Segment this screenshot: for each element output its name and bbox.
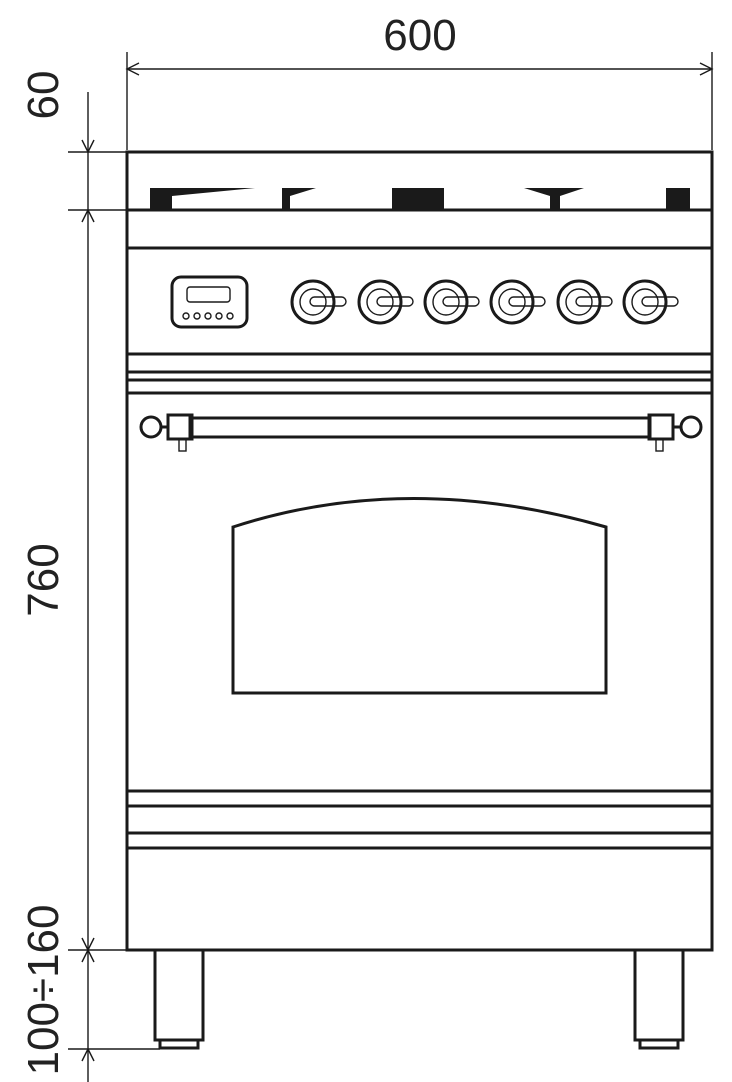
- hob-pan-supports: [150, 188, 690, 210]
- right-foot: [633, 948, 685, 1050]
- control-knob-4[interactable]: [489, 279, 546, 325]
- control-knob-1[interactable]: [290, 279, 347, 325]
- control-knob-3[interactable]: [423, 279, 480, 325]
- foot-height-label: 100÷160: [19, 905, 68, 1076]
- height-dimension-chain: 60 760 100÷160: [19, 71, 160, 1082]
- control-knob-6[interactable]: [622, 279, 679, 325]
- width-dimension: 600: [125, 11, 714, 150]
- oven-door-handle[interactable]: [139, 413, 703, 452]
- control-panel: [170, 275, 679, 329]
- control-knob-2[interactable]: [357, 279, 414, 325]
- cooker-feet: [153, 948, 685, 1050]
- oven-door[interactable]: [139, 413, 703, 695]
- top-height-label: 60: [19, 71, 68, 120]
- cooker-body: [125, 150, 714, 952]
- oven-door-window: [231, 497, 608, 695]
- digital-timer-display: [170, 275, 249, 329]
- width-dimension-label: 600: [383, 11, 456, 60]
- control-knob-5[interactable]: [556, 279, 613, 325]
- left-foot: [153, 948, 205, 1050]
- body-height-label: 760: [19, 543, 68, 616]
